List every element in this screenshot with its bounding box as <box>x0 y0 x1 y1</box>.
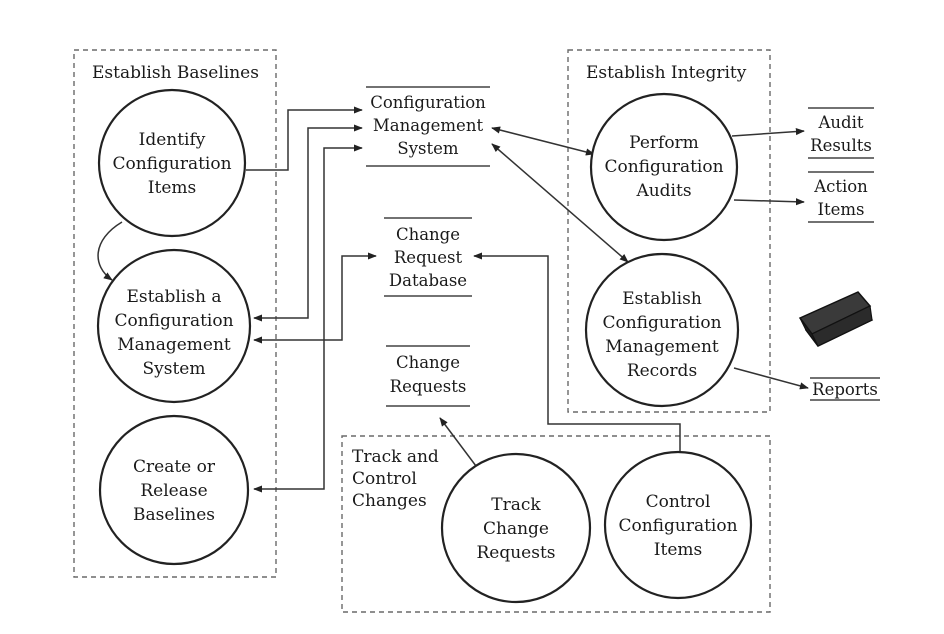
process-create-line-1: Create or <box>133 457 216 477</box>
store-requests-line-2: Requests <box>390 377 467 396</box>
store-action-items: Action Items <box>808 171 874 223</box>
group-track-control-changes <box>341 435 771 613</box>
flow-establish-to-cms <box>253 124 363 322</box>
store-action-items-line-1: Action <box>813 177 868 196</box>
flow-identify-to-cms <box>246 106 363 171</box>
process-track-line-3: Requests <box>476 543 555 563</box>
flow-cms-to-audits <box>491 126 595 156</box>
store-audit-results-line-2: Results <box>810 136 872 155</box>
process-records-line-1: Establish <box>622 289 702 309</box>
store-audit-results-line-1: Audit <box>817 113 863 132</box>
store-audit-results: Audit Results <box>808 107 874 159</box>
group-title-integrity: Establish Integrity <box>586 63 747 83</box>
process-records-line-2: Configuration <box>602 313 721 333</box>
store-cms: Configuration Management System <box>366 86 490 167</box>
flow-audits-to-results <box>731 127 805 137</box>
store-crdb-line-2: Request <box>394 248 463 267</box>
process-create-release-baselines: Create or Release Baselines <box>98 414 250 566</box>
process-establish-cms-line-4: System <box>143 359 206 379</box>
process-identify-line-2: Configuration <box>112 154 231 174</box>
process-establish-cms-line-3: Management <box>117 335 231 355</box>
store-change-request-database: Change Request Database <box>384 217 472 297</box>
flow-records-to-reports <box>733 367 809 390</box>
process-control-configuration-items: Control Configuration Items <box>603 450 753 600</box>
flow-cms-to-records <box>491 143 629 263</box>
process-create-line-2: Release <box>140 481 207 501</box>
process-track-line-2: Change <box>483 519 549 539</box>
process-audits-line-2: Configuration <box>604 157 723 177</box>
process-control-line-1: Control <box>646 492 711 512</box>
process-identify-configuration-items: Identify Configuration Items <box>97 88 247 238</box>
store-cms-line-2: Management <box>373 116 484 135</box>
store-change-requests: Change Requests <box>386 345 470 407</box>
process-identify-line-1: Identify <box>139 130 206 150</box>
flow-lines <box>97 106 809 493</box>
store-crdb-line-3: Database <box>389 271 467 290</box>
group-title-baselines: Establish Baselines <box>92 63 259 83</box>
group-title-track-line-2: Control <box>352 469 417 489</box>
store-reports: Reports <box>810 377 880 401</box>
store-reports-label: Reports <box>812 380 878 399</box>
process-track-line-1: Track <box>491 495 541 515</box>
book-icon <box>798 291 874 347</box>
flow-control-to-crdb <box>473 252 681 452</box>
process-establish-cms-line-1: Establish a <box>126 287 221 307</box>
process-control-line-2: Configuration <box>618 516 737 536</box>
store-requests-line-1: Change <box>396 353 460 372</box>
process-identify-line-3: Items <box>148 178 196 198</box>
process-establish-cm-records: Establish Configuration Management Recor… <box>584 252 740 408</box>
flow-audits-to-actions <box>733 198 805 206</box>
process-create-line-3: Baselines <box>133 505 215 525</box>
process-perform-configuration-audits: Perform Configuration Audits <box>589 92 739 242</box>
flow-track-to-requests <box>439 417 477 467</box>
process-establish-cms: Establish a Configuration Management Sys… <box>96 248 252 404</box>
group-establish-baselines <box>73 49 277 578</box>
store-action-items-line-2: Items <box>817 200 864 219</box>
process-control-line-3: Items <box>654 540 702 560</box>
process-records-line-4: Records <box>627 361 697 381</box>
store-cms-line-1: Configuration <box>370 93 486 112</box>
store-cms-line-3: System <box>397 139 458 158</box>
flow-establish-to-crdb <box>253 252 377 344</box>
group-title-track-line-1: Track and <box>352 447 439 467</box>
store-crdb-line-1: Change <box>396 225 460 244</box>
group-title-track-line-3: Changes <box>352 491 427 511</box>
process-audits-line-3: Audits <box>635 181 691 201</box>
process-track-change-requests: Track Change Requests <box>440 452 592 604</box>
process-audits-line-1: Perform <box>629 133 699 153</box>
flow-identify-to-establish <box>97 221 123 281</box>
process-records-line-3: Management <box>605 337 719 357</box>
process-establish-cms-line-2: Configuration <box>114 311 233 331</box>
